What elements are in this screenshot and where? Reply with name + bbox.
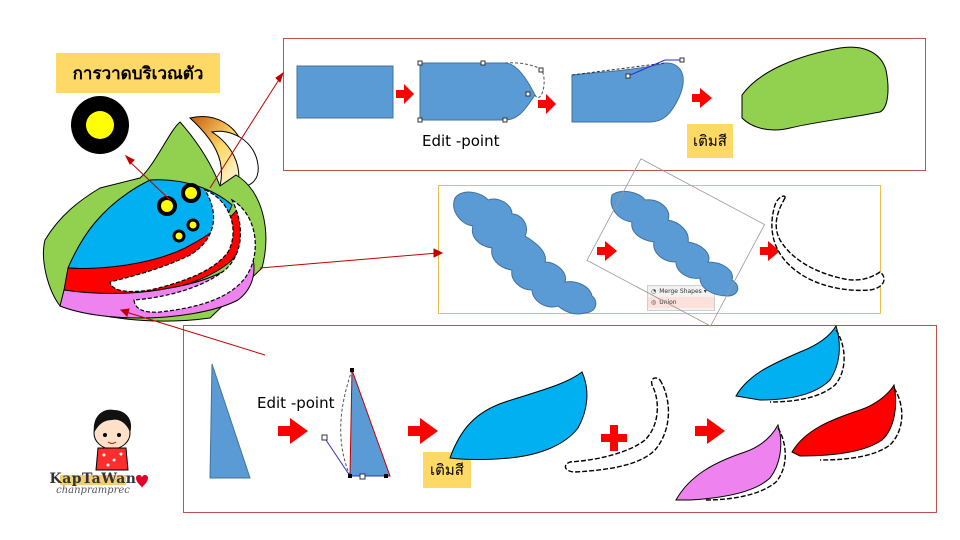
cloud-outline-shape <box>771 195 885 292</box>
red-arrow-icon <box>692 88 712 108</box>
composed-body-figure <box>42 116 267 322</box>
merge-icon: ◔ <box>651 288 657 295</box>
body-dots <box>157 183 201 243</box>
panel2-graphics <box>453 158 885 327</box>
cyan-shape <box>449 371 588 460</box>
triangle-edit-panel <box>183 325 937 513</box>
triangle-shape <box>209 363 251 479</box>
rectangle-shape <box>296 65 394 119</box>
brand-name: KapTaWan <box>49 471 137 487</box>
merged-cloud-shape <box>610 190 739 297</box>
connector-arrows <box>119 71 444 356</box>
union-item[interactable]: ◎Union <box>648 297 714 308</box>
cloud-merge-panel <box>438 185 881 314</box>
rectangle-edit-panel <box>283 38 926 171</box>
red-arrow-icon <box>396 84 414 104</box>
merge-shapes-item[interactable]: ◔Merge Shapes ▾ <box>651 288 707 295</box>
red-arrow-icon <box>538 94 556 114</box>
brand-logo-text: KapTaWan chanpramprec <box>38 471 148 496</box>
eye-circle-icon <box>71 96 129 154</box>
cyan-result-shape <box>735 324 840 401</box>
panel1-graphics <box>296 46 889 131</box>
red-arrow-icon <box>597 241 617 261</box>
plus-icon <box>601 425 627 451</box>
pink-result-shape <box>675 423 782 501</box>
red-arrow-icon <box>695 418 725 444</box>
red-arrow-icon <box>278 418 308 444</box>
union-icon: ◎ <box>651 299 657 306</box>
panel3-graphics <box>209 324 903 501</box>
cloud-shape <box>453 191 597 315</box>
edit-point-label-1: Edit -point <box>422 132 500 150</box>
mascot-logo <box>60 409 148 488</box>
green-shape <box>741 46 889 131</box>
red-arrow-icon <box>408 418 438 444</box>
white-frill-shape <box>564 377 670 473</box>
red-result-shape <box>791 383 897 457</box>
brand-sub: chanpramprec <box>56 485 130 496</box>
red-arrow-icon <box>760 241 780 261</box>
fill-color-label-1: เติมสี <box>687 124 733 158</box>
edit-point-label-2: Edit -point <box>257 394 335 412</box>
page-title: การวาดบริเวณตัว <box>56 53 220 93</box>
heart-icon <box>136 475 148 488</box>
